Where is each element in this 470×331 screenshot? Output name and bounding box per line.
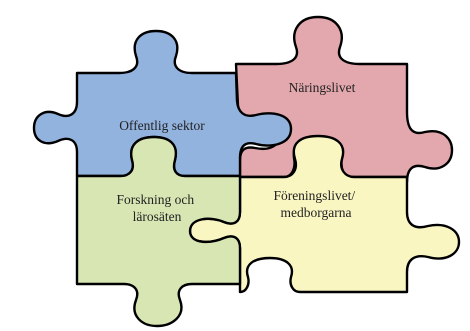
puzzle-piece-naringslivet [234,15,454,184]
piece-label-line: lärosäten [133,209,182,224]
piece-label-line: medborgarna [281,205,352,220]
piece-label-line: Näringslivet [289,80,356,95]
piece-label-foreningslivet: Föreningslivet/ medborgarna [273,188,358,220]
piece-label-line: Forskning och [117,192,195,207]
piece-label-naringslivet: Näringslivet [289,80,356,95]
piece-label-line: Föreningslivet/ [273,188,355,203]
piece-label-line: Offentlig sektor [119,118,205,133]
piece-label-forskning: Forskning och lärosäten [117,192,198,224]
puzzle-piece-forskning [75,135,242,328]
piece-label-offentlig-sektor: Offentlig sektor [119,118,205,133]
